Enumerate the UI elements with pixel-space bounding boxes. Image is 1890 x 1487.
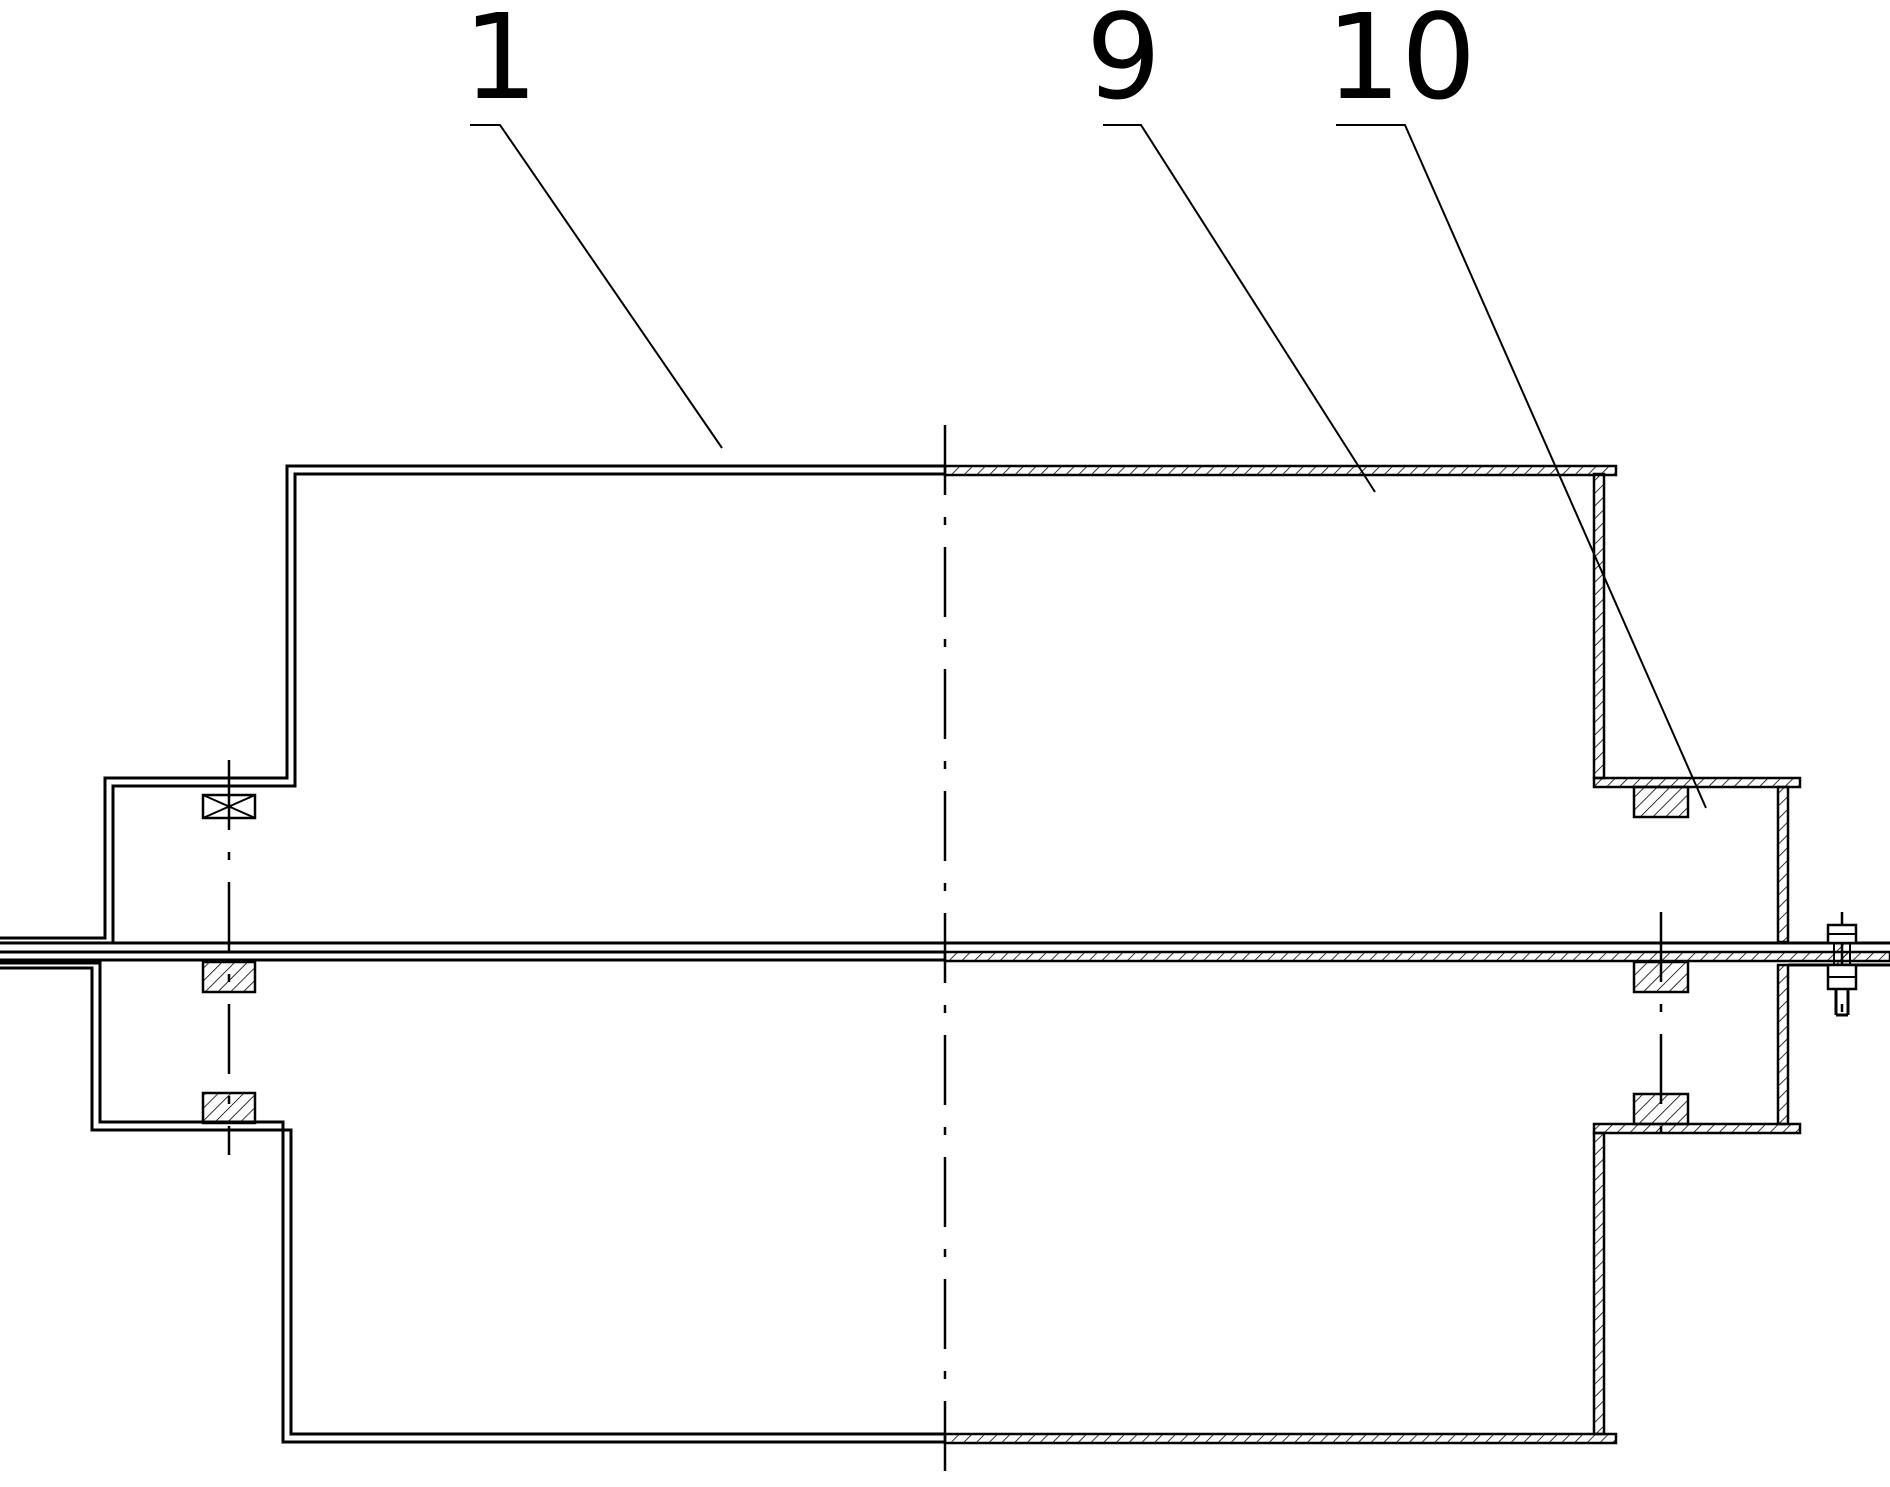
callout-1: 1 [463,0,723,449]
right-shell [943,464,1890,1445]
end-cap-lower [1776,963,1790,1126]
left-shell-upper-inner [111,472,945,943]
left-shell [0,464,945,1444]
divider-plate-section [943,950,1890,963]
right-upper-wall [1592,472,1606,780]
left-shell-lower-outer [0,966,945,1436]
right-bearings [1632,785,1690,1155]
top-wall-section [943,464,1618,477]
end-cap-upper [1776,785,1790,944]
callout-9-leader [1103,124,1376,493]
bolt-assembly [1826,912,1858,1018]
upper-shoulder [1592,776,1802,789]
callout-9-label: 9 [1086,0,1161,126]
bottom-wall-section [943,1432,1618,1445]
callout-1-leader [470,124,723,449]
left-shell-upper-outer [0,464,945,940]
hatched-seal-block [1632,785,1690,819]
callout-10: 10 [1326,0,1707,809]
callout-10-label: 10 [1326,0,1476,126]
callout-10-leader [1336,124,1707,809]
lower-shoulder [1592,1122,1802,1135]
left-bearings [201,760,257,1155]
callout-1-label: 1 [463,0,538,126]
left-shell-lower-inner [0,961,945,1444]
bolt-shank [1833,942,1851,966]
right-lower-wall [1592,1131,1606,1436]
callout-9: 9 [1086,0,1376,493]
